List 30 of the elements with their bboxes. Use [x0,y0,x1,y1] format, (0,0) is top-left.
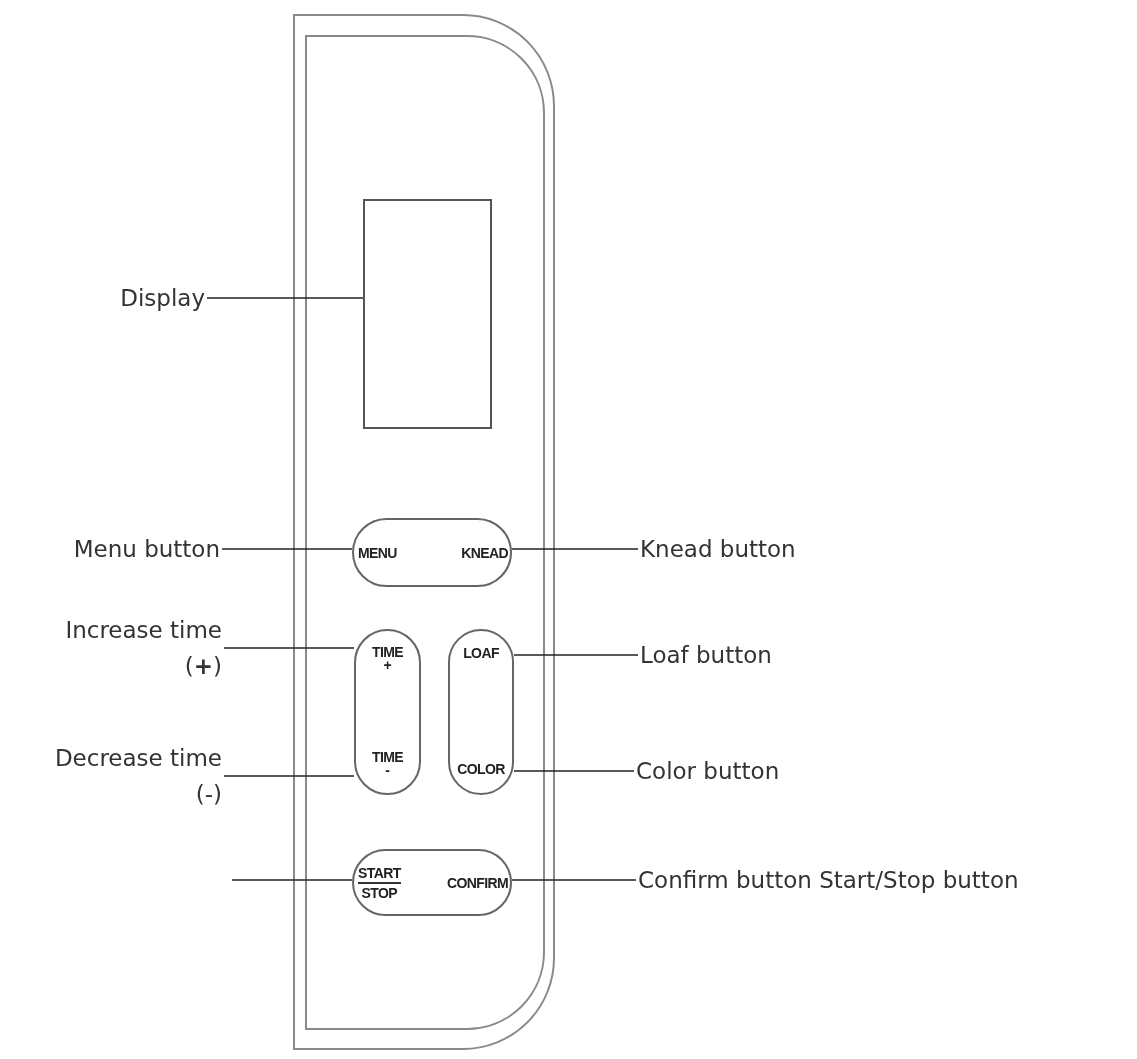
key-label: COLOR [457,761,505,777]
leader-line [221,548,353,550]
key-label: CONFIRM [446,874,508,891]
key-label: TIME [371,750,403,765]
callout-label: Increase time (+) [37,612,222,684]
callout-label: Display [60,280,205,316]
leader-line [223,647,355,649]
leader-line [513,770,635,772]
callout-label: Decrease time (-) [27,740,222,812]
callout-label: Confirm button Start/Stop button [638,862,1135,898]
key-label: START [358,865,401,884]
key-sign: + [383,659,392,672]
leader-line [206,297,364,299]
callout-label: Menu button [10,531,220,567]
key-label: LOAF [463,645,499,661]
display-screen [363,199,492,429]
leader-line [223,775,355,777]
callout-label: Knead button [640,531,860,567]
leader-line [511,548,639,550]
key-label: KNEAD [461,544,508,561]
key-sign: - [385,764,390,777]
callout-label: Loaf button [640,637,860,673]
control-panel-outline [293,14,555,1050]
leader-line [511,879,637,881]
leader-line [231,879,353,881]
leader-line [513,654,639,656]
key-label: MENU [358,544,397,561]
callout-label: Color button [636,753,856,789]
key-label: STOP [361,885,398,900]
key-label: TIME [371,645,403,659]
